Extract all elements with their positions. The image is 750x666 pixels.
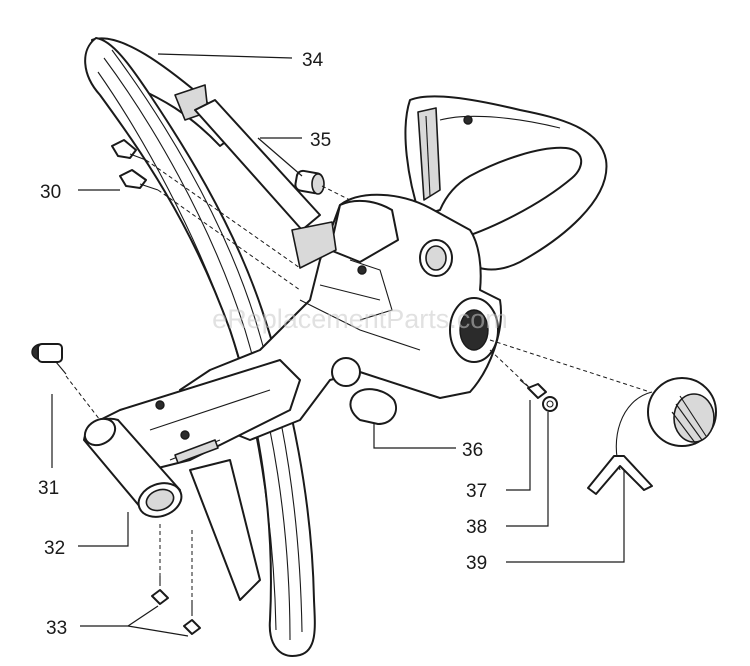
plug-part-35 bbox=[294, 169, 325, 195]
callout-36: 36 bbox=[462, 440, 483, 461]
lower-bracket bbox=[99, 359, 301, 601]
knob-part-31 bbox=[31, 343, 67, 375]
callout-33: 33 bbox=[46, 618, 67, 639]
rear-handle bbox=[404, 95, 608, 271]
assembly-lines bbox=[65, 159, 651, 600]
handle-rear-bar bbox=[194, 99, 321, 231]
callout-35: 35 bbox=[310, 130, 331, 151]
watermark-text: eReplacementParts.com bbox=[212, 304, 508, 334]
callout-34: 34 bbox=[302, 50, 324, 71]
callout-37: 37 bbox=[466, 481, 487, 502]
screw-part-30 bbox=[111, 139, 159, 191]
bumper-part-36 bbox=[349, 388, 397, 425]
callout-39: 39 bbox=[466, 553, 487, 574]
screw-part-37 bbox=[519, 379, 547, 399]
callout-38: 38 bbox=[466, 517, 487, 538]
callout-32: 32 bbox=[44, 538, 65, 559]
leader-lines bbox=[51, 53, 625, 637]
bolt-part-33 bbox=[151, 576, 201, 635]
callout-31: 31 bbox=[38, 478, 59, 499]
tube-part-32 bbox=[83, 417, 183, 518]
callout-30: 30 bbox=[40, 182, 61, 203]
nut-part-38 bbox=[542, 396, 558, 412]
fuel-cap-part-39 bbox=[587, 377, 717, 495]
